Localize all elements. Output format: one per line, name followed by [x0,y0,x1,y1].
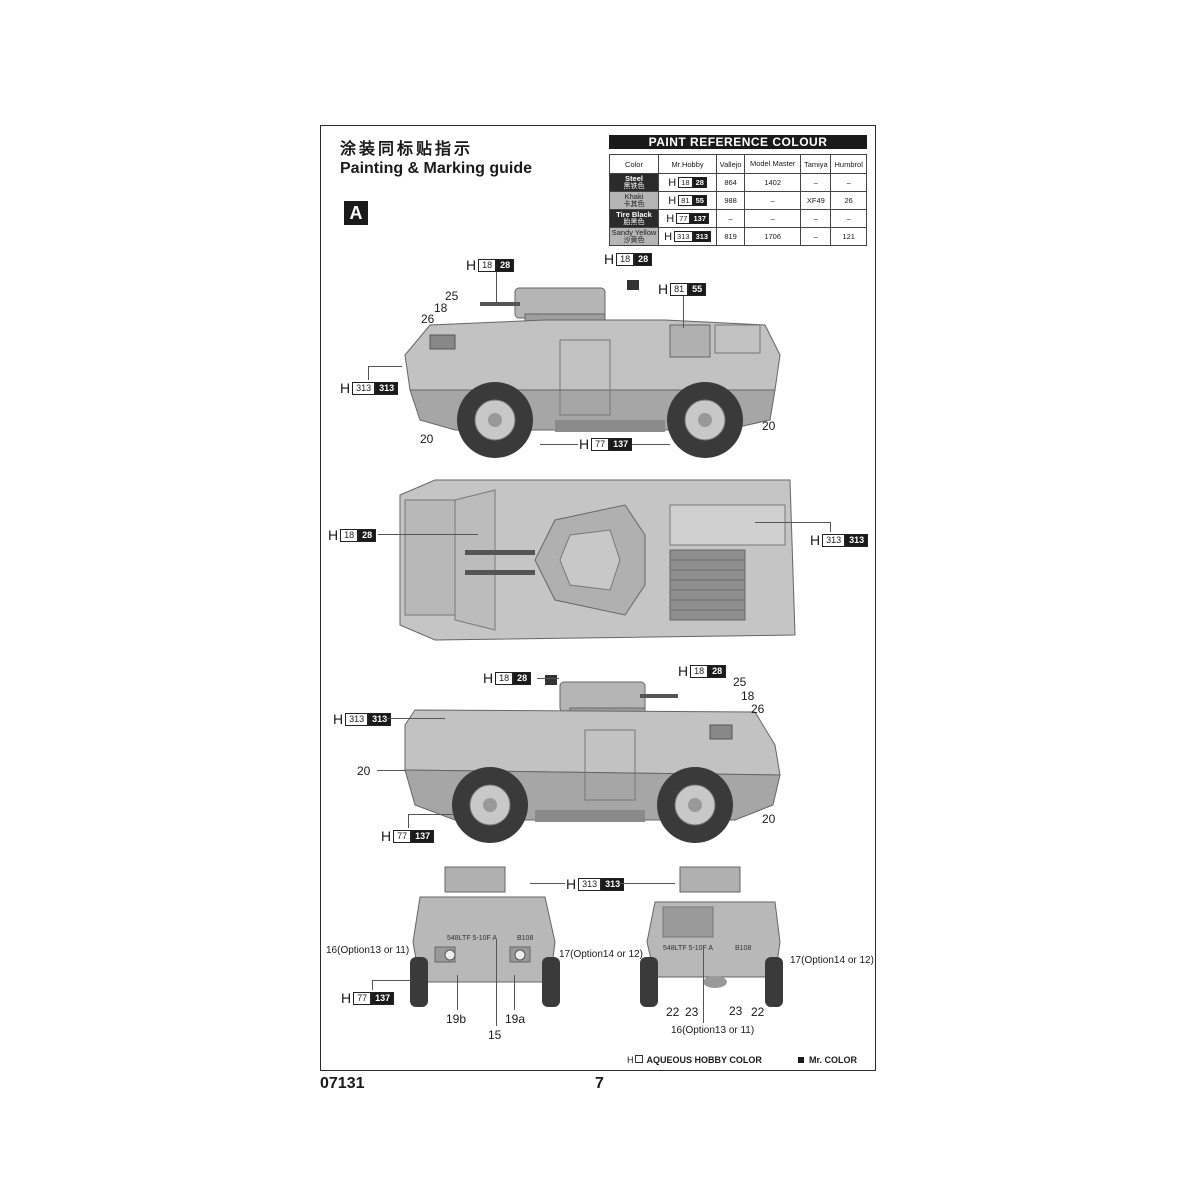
wheel [457,382,533,458]
paint-table-title: PAINT REFERENCE COLOUR [609,135,867,149]
tamiya-cell: – [800,173,832,192]
decal-23: 23 [729,1004,743,1018]
decal-number: 26 [421,312,435,326]
col-modelmaster: Model Master [744,154,802,174]
vehicle-rear-view: 548LTF 5-10F A B108 [640,866,783,1007]
decal-number: 20 [357,764,371,778]
svg-text:548LTF 5-10F A: 548LTF 5-10F A [447,935,497,942]
decal-number: 25 [733,675,747,689]
col-vallejo: Vallejo [716,154,746,174]
modelmaster-cell: – [744,209,802,228]
decal-number: 20 [762,812,776,826]
vehicle-top-view [399,479,796,641]
vallejo-cell: – [716,209,746,228]
decal-15: 15 [488,1028,502,1042]
decal-19a: 19a [505,1012,526,1026]
decal-number: 20 [762,419,776,433]
decal-16-rear: 16(Option13 or 11) [671,1025,755,1036]
decal-23: 23 [685,1005,699,1019]
title-english: Painting & Marking guide [340,160,533,177]
decal-16-front: 16(Option13 or 11) [326,945,410,956]
svg-text:B108: B108 [517,935,533,942]
paint-table-header-row: Color Mr.Hobby Vallejo Model Master Tami… [609,154,867,174]
decal-22: 22 [751,1005,765,1019]
modelmaster-cell: – [744,191,802,210]
decal-17-rear: 17(Option14 or 12) [790,955,874,966]
decal-17-front: 17(Option14 or 12) [559,949,643,960]
vallejo-cell: 864 [716,173,746,192]
svg-text:548LTF 5-10F A: 548LTF 5-10F A [663,945,713,952]
vehicle-side-view-left [404,280,781,458]
decal-number: 18 [741,689,755,703]
humbrol-cell: 121 [830,227,867,246]
decal-number: 25 [445,289,459,303]
tamiya-cell: – [800,209,832,228]
kit-number: 07131 [320,1075,365,1092]
modelmaster-cell: 1402 [744,173,802,192]
col-mrhobby: Mr.Hobby [657,154,718,174]
col-color: Color [609,154,659,174]
box-icon [634,1055,643,1063]
scheme-label-badge: A [344,201,368,225]
humbrol-cell: – [830,209,867,228]
paint-reference-table: PAINT REFERENCE COLOUR Color Mr.Hobby Va… [609,135,867,246]
wheel [667,382,743,458]
col-humbrol: Humbrol [830,154,867,174]
h-mark-icon: H [627,1055,634,1065]
decal-number: 20 [420,432,434,446]
vallejo-cell: 819 [716,227,746,246]
title-chinese: 涂装同标贴指示 [340,141,474,158]
filled-box-icon [798,1057,804,1063]
vehicle-side-view-right [404,675,781,843]
modelmaster-cell: 1706 [744,227,802,246]
wheel [657,767,733,843]
decal-number: 26 [751,702,765,716]
col-tamiya: Tamiya [800,154,832,174]
page-number: 7 [595,1075,604,1092]
tamiya-cell: XF49 [800,191,832,210]
legend-mr-color: Mr. COLOR [798,1055,857,1065]
wheel [452,767,528,843]
decal-22: 22 [666,1005,680,1019]
decal-19b: 19b [446,1012,467,1026]
decal-number: 18 [434,301,448,315]
humbrol-cell: 26 [830,191,867,210]
vallejo-cell: 988 [716,191,746,210]
svg-text:B108: B108 [735,945,751,952]
vehicle-front-view: 548LTF 5-10F A B108 [410,866,560,1007]
humbrol-cell: – [830,173,867,192]
tamiya-cell: – [800,227,832,246]
